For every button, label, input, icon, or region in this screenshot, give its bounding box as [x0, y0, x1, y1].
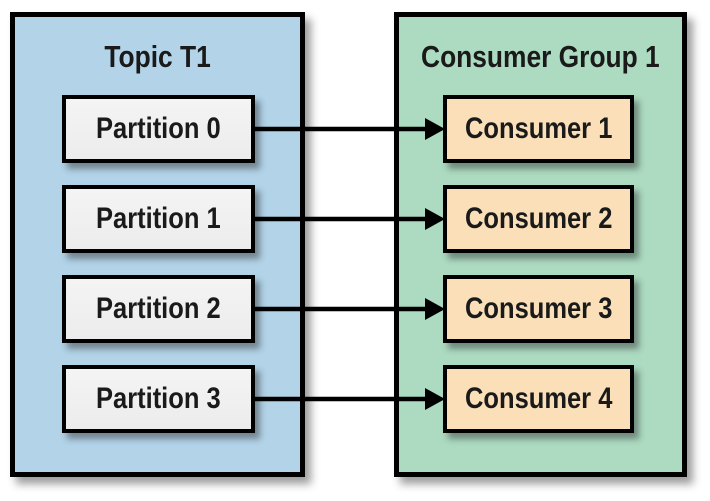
partition-3-label: Partition 3	[96, 382, 221, 415]
topic-box: Topic T1 Partition 0 Partition 1 Partiti…	[10, 12, 305, 477]
consumer-group-title-text: Consumer Group 1	[421, 39, 660, 74]
consumer-2-label: Consumer 2	[464, 202, 613, 235]
partition-0-box: Partition 0	[62, 95, 255, 163]
consumer-4-box: Consumer 4	[443, 365, 634, 433]
consumer-1-box: Consumer 1	[443, 95, 634, 163]
consumer-3-box: Consumer 3	[443, 275, 634, 343]
consumer-group-title: Consumer Group 1	[399, 39, 682, 75]
consumer-2-box: Consumer 2	[443, 185, 634, 253]
consumer-3-label: Consumer 3	[464, 292, 613, 325]
partition-2-box: Partition 2	[62, 275, 255, 343]
consumer-1-label: Consumer 1	[464, 112, 613, 145]
topic-title-text: Topic T1	[104, 39, 211, 74]
consumer-group-box: Consumer Group 1 Consumer 1 Consumer 2 C…	[394, 12, 687, 477]
consumer-4-label: Consumer 4	[464, 382, 613, 415]
partition-2-label: Partition 2	[96, 292, 221, 325]
partition-1-label: Partition 1	[96, 202, 221, 235]
partition-0-label: Partition 0	[96, 112, 221, 145]
topic-title: Topic T1	[15, 39, 300, 75]
partition-1-box: Partition 1	[62, 185, 255, 253]
partition-3-box: Partition 3	[62, 365, 255, 433]
